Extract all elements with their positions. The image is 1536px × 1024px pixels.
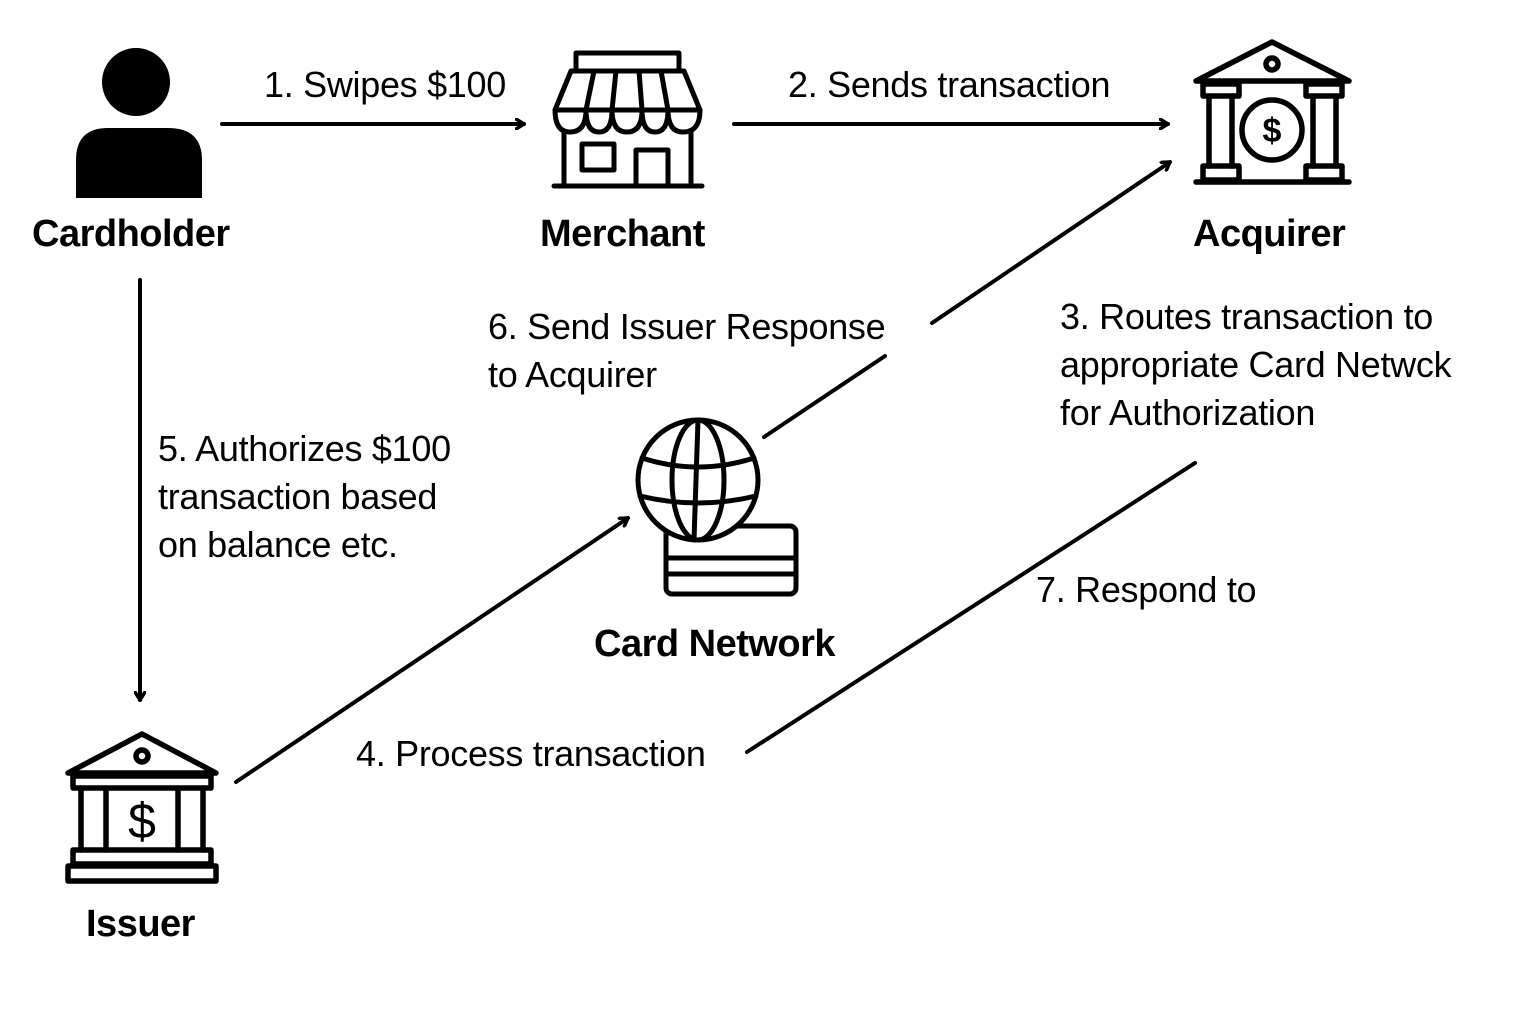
step-2-label: 2. Sends transaction — [788, 64, 1111, 105]
step-1-label: 1. Swipes $100 — [264, 64, 506, 105]
storefront-icon — [550, 50, 710, 190]
svg-text:$: $ — [128, 793, 156, 849]
acquirer-label: Acquirer — [1193, 213, 1346, 255]
svg-text:$: $ — [1263, 112, 1282, 150]
issuer-label: Issuer — [86, 903, 195, 945]
bank-dollar-icon: $ — [64, 730, 220, 886]
bank-dollar-circle-icon: $ — [1192, 38, 1354, 190]
step-4-label: 4. Process transaction — [356, 733, 706, 774]
cardholder-label: Cardholder — [32, 213, 230, 255]
step-7-label: 7. Respond to — [1036, 569, 1257, 610]
step-5-label: 5. Authorizes $100 transaction based on … — [158, 428, 451, 565]
merchant-label: Merchant — [540, 213, 705, 255]
globe-card-icon — [635, 417, 802, 598]
connector-step-6-lower — [762, 354, 887, 439]
arrow-step-6 — [930, 160, 1172, 325]
connector-step-7 — [745, 461, 1197, 754]
person-icon — [74, 48, 206, 200]
step-6-label: 6. Send Issuer Response to Acquirer — [488, 306, 886, 395]
arrow-step-4 — [234, 516, 630, 784]
card-network-label: Card Network — [594, 623, 836, 665]
step-3-label: 3. Routes transaction to appropriate Car… — [1060, 296, 1452, 433]
